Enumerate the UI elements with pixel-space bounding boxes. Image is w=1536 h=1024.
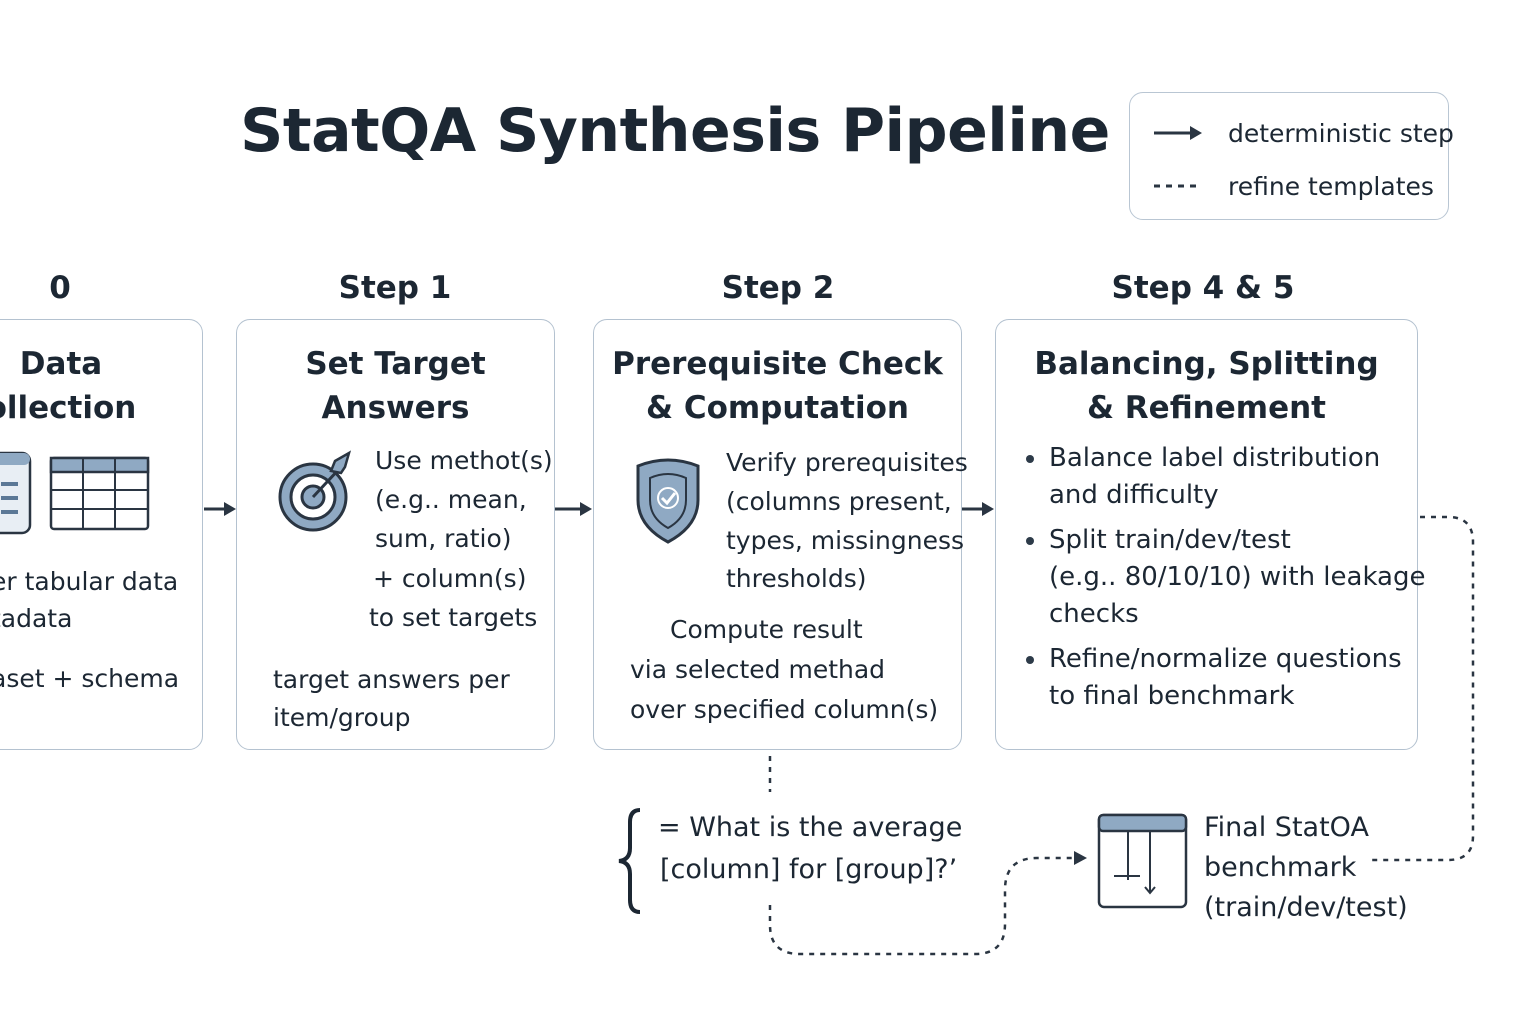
arrow-step0-to-step1 — [204, 502, 236, 516]
brace-icon — [618, 808, 641, 914]
bullet-line: Balance label distribution — [1049, 443, 1381, 473]
bullet-list: Balance label distribution and difficult… — [1024, 440, 1426, 723]
card-data-collection: Data ollection er tabular data tadata as… — [0, 319, 203, 750]
card-title-line: Answers — [321, 390, 470, 426]
step-label-4-5: Step 4 & 5 — [1111, 270, 1295, 306]
card-text: Use methot(s) — [375, 446, 553, 475]
card-balancing-splitting: Balancing, Splitting & Refinement Balanc… — [995, 319, 1426, 750]
target-icon — [278, 450, 352, 532]
card-title: Balancing, Splitting & Refinement — [996, 342, 1417, 430]
step-label-1: Step 1 — [338, 270, 452, 306]
legend-refine-label: refine templates — [1228, 171, 1434, 201]
card-set-target-answers: Set Target Answers Use methot(s) (e.g.. … — [236, 319, 555, 750]
list-item: Split train/dev/test (e.g.. 80/10/10) wi… — [1024, 522, 1426, 633]
card-title-line: Set Target — [305, 346, 486, 382]
page-title: StatQA Synthesis Pipeline — [240, 96, 1110, 166]
dashed-link-arrowhead — [1074, 851, 1087, 865]
card-title-line: Balancing, Splitting — [1034, 346, 1379, 382]
card-text: thresholds) — [726, 564, 867, 593]
arrow-step2-to-step4 — [962, 502, 994, 516]
step-label-0: 0 — [49, 270, 71, 306]
bullet-line: Refine/normalize questions — [1049, 644, 1402, 674]
card-title-line: & Refinement — [1086, 390, 1326, 426]
legend-item-refine: refine templates — [1152, 166, 1434, 206]
solid-arrow-icon — [1154, 126, 1202, 140]
card-text: (columns present, — [726, 487, 952, 516]
card-title: Prerequisite Check & Computation — [594, 342, 961, 430]
card-title-line: ollection — [0, 390, 137, 426]
final-benchmark-label: benchmark — [1204, 852, 1357, 883]
benchmark-table-icon — [1097, 813, 1188, 909]
legend: deterministic step refine templates — [1129, 92, 1454, 220]
legend-item-deterministic: deterministic step — [1152, 113, 1454, 153]
template-question-line: = What is the average — [658, 812, 963, 843]
final-benchmark-label: (train/dev/test) — [1204, 892, 1408, 923]
shield-check-icon — [636, 458, 700, 544]
legend-deterministic-label: deterministic step — [1228, 118, 1454, 148]
card-text: sum, ratio) — [375, 524, 512, 553]
dashed-refine-loop — [1368, 515, 1475, 862]
card-text: target answers per — [273, 665, 510, 694]
bullet-line: (e.g.. 80/10/10) with leakage — [1049, 562, 1426, 592]
card-title-line: Data — [19, 346, 103, 382]
card-text: tadata — [0, 604, 73, 633]
card-text: types, missingness — [726, 526, 965, 555]
card-title-line: & Computation — [646, 390, 909, 426]
bullet-line: checks — [1049, 599, 1139, 629]
card-text: over specified column(s) — [630, 695, 939, 724]
list-item: Refine/normalize questions to final benc… — [1024, 641, 1426, 715]
card-text: aset + schema — [0, 664, 180, 693]
card-title: Data ollection — [0, 342, 201, 430]
list-item: Balance label distribution and difficult… — [1024, 440, 1426, 514]
bullet-line: and difficulty — [1049, 480, 1219, 510]
document-icon — [0, 451, 32, 535]
card-text: (e.g.. mean, — [375, 485, 527, 514]
bullet-line: Split train/dev/test — [1049, 525, 1291, 555]
card-text: to set targets — [369, 603, 538, 632]
card-prerequisite-check: Prerequisite Check & Computation Verify … — [593, 319, 968, 750]
card-title: Set Target Answers — [237, 342, 554, 430]
card-text: Compute result — [670, 615, 863, 644]
card-text: Verify prerequisites — [726, 448, 968, 477]
dashed-line-icon — [1154, 184, 1202, 188]
final-benchmark-label: Final StatOA — [1204, 812, 1369, 843]
card-text: er tabular data — [0, 567, 179, 596]
card-text: item/group — [273, 703, 411, 732]
step-label-2: Step 2 — [721, 270, 835, 306]
template-question-line: [column] for [group]?’ — [660, 854, 958, 885]
card-title-line: Prerequisite Check — [612, 346, 943, 382]
card-text: + column(s) — [373, 564, 527, 593]
dashed-link-template-to-benchmark — [768, 856, 1076, 956]
card-text: via selected methad — [630, 655, 886, 684]
table-icon — [49, 456, 150, 531]
bullet-line: to final benchmark — [1049, 681, 1295, 711]
arrow-step1-to-step2 — [555, 502, 592, 516]
